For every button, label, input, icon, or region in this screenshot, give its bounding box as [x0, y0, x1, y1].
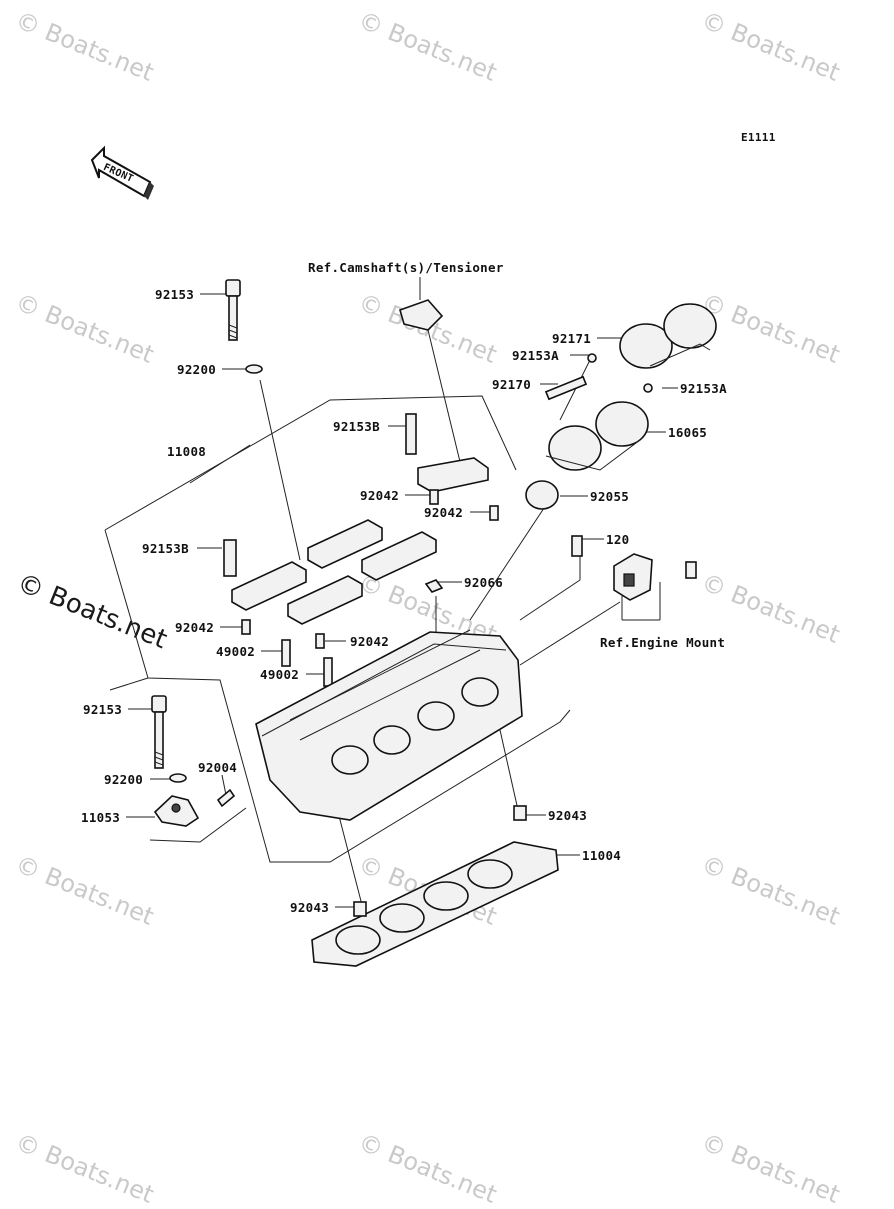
part-label: 92043 [290, 900, 330, 915]
washer-92200 [245, 364, 263, 374]
part-label: 49002 [216, 644, 256, 659]
part-label: 11004 [582, 848, 622, 863]
part-label: 92042 [360, 488, 400, 503]
part-label: 92153 [83, 702, 123, 717]
parts-diagram: © Boats.net © Boats.net © Boats.net © Bo… [12, 6, 844, 1209]
part-label: 120 [606, 532, 630, 547]
part-label: 11008 [167, 444, 207, 459]
part-label: 92200 [104, 772, 144, 787]
part-label: 92153A [512, 348, 559, 363]
part-label: 92170 [492, 377, 532, 392]
cylinder-head-11008 [255, 629, 523, 821]
intake-parts [424, 303, 717, 593]
head-gasket-11004 [311, 841, 559, 967]
diagram-code: E1111 [741, 131, 776, 144]
diagram-drawing [90, 145, 717, 967]
part-label: 92055 [590, 489, 630, 504]
part-label: 49002 [260, 667, 300, 682]
ref-camshaft-label: Ref.Camshaft(s)/Tensioner [308, 260, 504, 275]
part-label: 92066 [464, 575, 504, 590]
part-label: 16065 [668, 425, 708, 440]
bracket-11053 [153, 795, 200, 827]
part-label: 92043 [548, 808, 588, 823]
camshaft-caps [216, 413, 499, 808]
part-label: 92153 [155, 287, 195, 302]
part-label: 92004 [198, 760, 238, 775]
part-label: 11053 [81, 810, 121, 825]
leader-lines [126, 277, 678, 908]
dowel-92043 [513, 805, 527, 821]
part-label: 92042 [424, 505, 464, 520]
ref-engine-mount-label: Ref.Engine Mount [600, 635, 726, 650]
part-label: 92153B [333, 419, 380, 434]
camshaft-tensioner-ref [399, 299, 444, 331]
group-bracket [104, 395, 571, 863]
bolt-92153-lower [151, 695, 187, 783]
engine-mount-ref [613, 553, 697, 601]
part-label: 92042 [350, 634, 390, 649]
front-arrow-icon [90, 145, 154, 200]
part-label: 92200 [177, 362, 217, 377]
part-label: 92042 [175, 620, 215, 635]
bolt-92153 [225, 279, 241, 341]
part-label: 92153B [142, 541, 189, 556]
dowel-92043-lower [353, 901, 367, 917]
part-label: 92153A [680, 381, 727, 396]
part-label: 92171 [552, 331, 592, 346]
